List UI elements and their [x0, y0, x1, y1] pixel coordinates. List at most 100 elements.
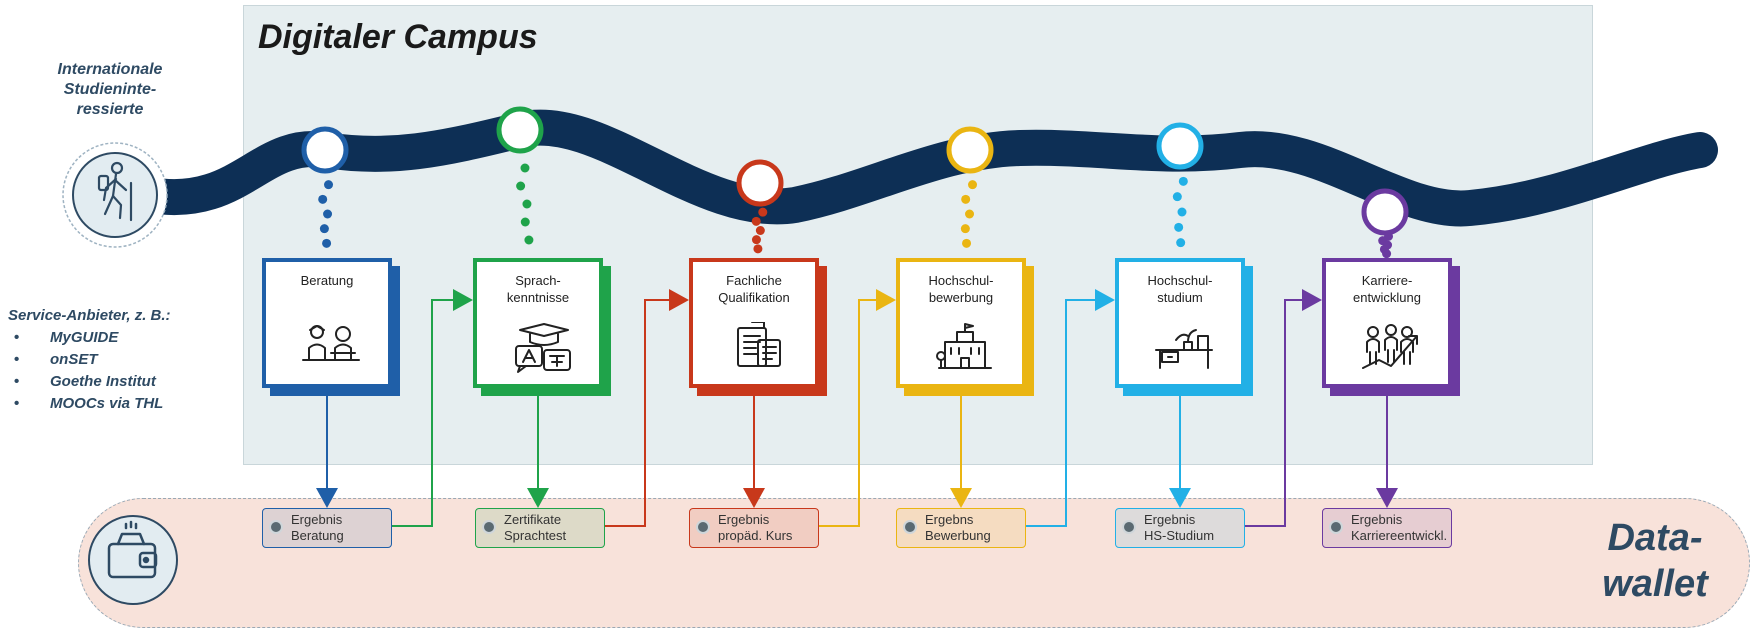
wallet-icon	[107, 520, 158, 579]
documents-icon	[737, 322, 781, 367]
verified-badge-icon	[269, 520, 283, 534]
career-growth-icon	[1362, 324, 1418, 369]
flow-connector	[1026, 299, 1097, 527]
connector-dot	[755, 226, 765, 235]
connector-dot	[322, 238, 332, 248]
connector-dot	[968, 180, 978, 190]
connector-dot	[516, 181, 526, 191]
wallet-badge	[88, 515, 178, 605]
arrow-right-icon	[1095, 289, 1115, 311]
flow-connector	[819, 299, 878, 527]
flow-connector	[392, 299, 455, 527]
result-label-line: HS-Studium	[1144, 528, 1215, 543]
milestone-node	[1361, 188, 1409, 236]
digital-campus-panel	[243, 5, 1593, 465]
stage-title-line: Beratung	[300, 273, 354, 288]
flow-connector	[1245, 299, 1304, 527]
arrow-down-icon	[743, 488, 765, 508]
connector-dot	[751, 235, 761, 245]
stage-title-line: Sprach-	[515, 273, 561, 288]
service-provider-item: MyGUIDE	[8, 327, 171, 349]
connector-dot	[961, 194, 971, 204]
data-wallet-label-line: wallet	[1602, 563, 1708, 605]
connector-dot	[318, 194, 328, 204]
connector-dot	[520, 217, 530, 227]
connector-dot	[1174, 222, 1184, 232]
stage-title: Hochschul-bewerbung	[900, 272, 1022, 306]
result-label-line: Ergebnis	[291, 512, 343, 527]
stage-title: Karriere-entwicklung	[1326, 272, 1448, 306]
connector-dot	[1178, 176, 1188, 186]
connector-dot	[323, 209, 333, 219]
service-provider-list: Service-Anbieter, z. B.: MyGUIDE onSET G…	[8, 305, 171, 415]
result-label-line: Ergebnis	[718, 512, 770, 527]
result-label-line: Zertifikate	[504, 512, 562, 527]
milestone-node	[736, 159, 784, 207]
stage-card-studium: Hochschul-studium	[1115, 258, 1245, 388]
milestone-node	[1156, 122, 1204, 170]
connector-dot	[1176, 238, 1186, 248]
stage-title-line: Karriere-	[1361, 273, 1413, 288]
connector-dot	[524, 235, 534, 245]
stage-card-sprache: Sprach-kenntnisse	[473, 258, 603, 388]
arrow-right-icon	[1302, 289, 1322, 311]
connector-dot	[522, 199, 532, 209]
arrow-right-icon	[876, 289, 896, 311]
verified-badge-icon	[1329, 520, 1343, 534]
traveler-label-line: Studieninte-	[63, 81, 157, 98]
stage-card-bewerbung: Hochschul-bewerbung	[896, 258, 1026, 388]
data-wallet-label-line: Data-	[1607, 517, 1703, 559]
result-label-line: Ergebnis	[1144, 512, 1196, 527]
language-icon	[515, 323, 571, 373]
service-provider-item: MOOCs via THL	[8, 393, 171, 415]
arrow-right-icon	[669, 289, 689, 311]
result-label-line: Ergebnis	[1351, 512, 1403, 527]
connector-dot	[324, 180, 334, 190]
arrow-down-icon	[527, 488, 549, 508]
stage-title-line: entwicklung	[1353, 290, 1421, 305]
connector-dot	[1382, 249, 1392, 259]
stage-card-karriere: Karriere-entwicklung	[1322, 258, 1452, 388]
stage-title-line: Hochschul-	[928, 273, 994, 288]
consultation-icon	[302, 325, 360, 361]
milestone-node	[946, 126, 994, 174]
result-label-line: Sprachtest	[504, 528, 567, 543]
hiker-icon	[97, 161, 133, 222]
connector-dot	[1177, 207, 1187, 217]
result-label-line: Beratung	[291, 528, 344, 543]
stage-title-line: Hochschul-	[1147, 273, 1213, 288]
flow-connector	[605, 299, 671, 527]
verified-badge-icon	[482, 520, 496, 534]
service-provider-item: Goethe Institut	[8, 371, 171, 393]
campus-title: Digitaler Campus	[258, 18, 538, 56]
result-label-line: Bewerbung	[925, 528, 991, 543]
arrow-down-icon	[1169, 488, 1191, 508]
connector-dot	[319, 224, 329, 234]
connector-dot	[520, 163, 530, 173]
verified-badge-icon	[903, 520, 917, 534]
arrow-down-icon	[316, 488, 338, 508]
connector-dot	[758, 207, 768, 217]
stage-title: Hochschul-studium	[1119, 272, 1241, 306]
stage-card-beratung: Beratung	[262, 258, 392, 388]
traveler-label-line: ressierte	[76, 101, 144, 118]
connector-dot	[753, 244, 763, 254]
arrow-down-icon	[950, 488, 972, 508]
connector-dot	[960, 224, 970, 234]
stage-title-line: kenntnisse	[506, 290, 570, 305]
service-provider-title: Service-Anbieter, z. B.:	[8, 307, 171, 324]
verified-badge-icon	[696, 520, 710, 534]
journey-path	[132, 109, 1718, 227]
stage-title-line: Qualifikation	[718, 290, 790, 305]
